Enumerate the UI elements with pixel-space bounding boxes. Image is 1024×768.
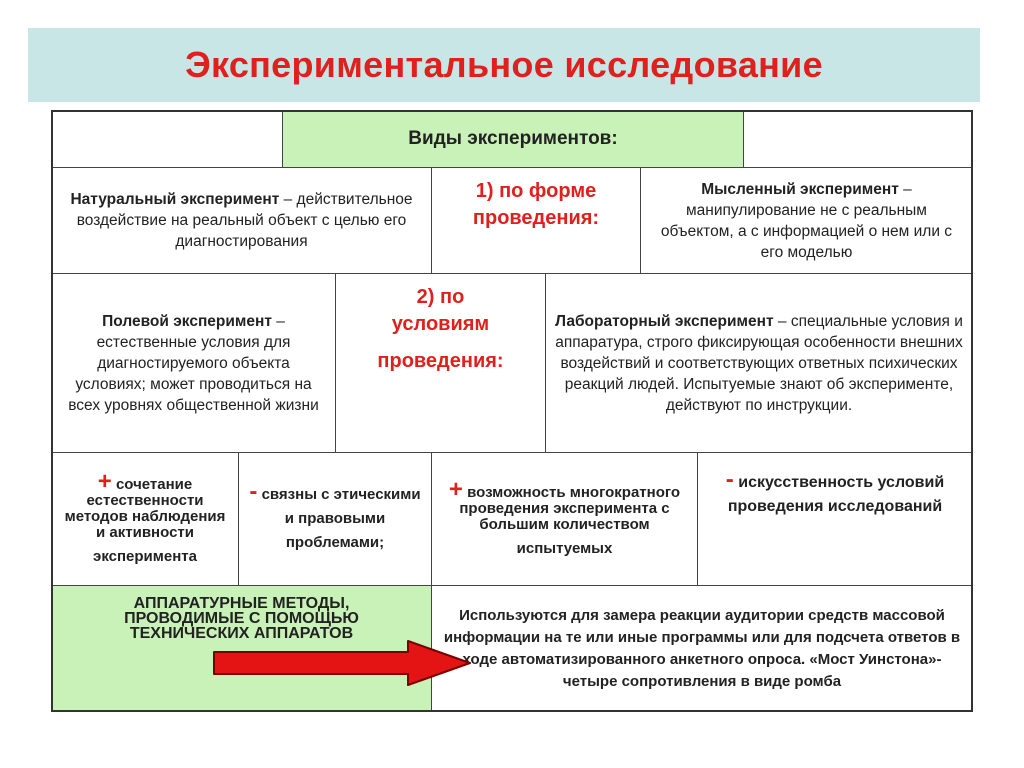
natural-experiment-text: Натуральный эксперимент – действительное…: [60, 189, 423, 252]
field-minus-text: - связны с этическими и правовыми пробле…: [247, 480, 423, 555]
natural-experiment-desc: – действительное воздействие на реальный…: [76, 191, 413, 250]
lab-experiment-text: Лабораторный эксперимент – специальные у…: [554, 311, 964, 416]
header-label: Виды экспериментов:: [408, 128, 618, 149]
form-criterion-cell: 1) по форме проведения:: [431, 167, 641, 274]
field-minus-desc: связны с этическими и правовыми проблема…: [261, 486, 421, 551]
natural-experiment-term: Натуральный эксперимент: [70, 191, 280, 208]
lab-experiment-desc: – специальные условия и аппаратура, стро…: [555, 312, 963, 414]
field-plus-text: + сочетание естественности методов наблю…: [58, 470, 232, 541]
field-plus-cell: + сочетание естественности методов наблю…: [51, 452, 239, 586]
field-experiment-cell: Полевой эксперимент – естественные услов…: [51, 273, 336, 453]
page-title: Экспериментальное исследование: [185, 44, 823, 85]
field-plus-desc: сочетание естественности методов наблюде…: [64, 476, 226, 541]
conditions-criterion-line2: условиям: [391, 313, 490, 335]
conditions-criterion-line3: проведения:: [377, 350, 504, 372]
field-experiment-text: Полевой эксперимент – естественные услов…: [60, 311, 327, 416]
mental-experiment-cell: Мысленный эксперимент – манипулирование …: [640, 167, 973, 274]
conditions-criterion-cell: 2) по условиям проведения:: [335, 273, 546, 453]
lab-plus-cell: + возможность многократного проведения э…: [431, 452, 698, 586]
lab-minus-text: - искусственность условий проведения исс…: [706, 468, 964, 519]
hardware-methods-cell: АППАРАТУРНЫЕ МЕТОДЫ, ПРОВОДИМЫЕ С ПОМОЩЬ…: [51, 585, 432, 712]
lab-plus-desc: возможность многократного проведения экс…: [459, 484, 681, 533]
mental-experiment-term: Мысленный эксперимент: [701, 180, 899, 198]
hardware-methods-text: АППАРАТУРНЫЕ МЕТОДЫ, ПРОВОДИМЫЕ С ПОМОЩЬ…: [124, 595, 359, 642]
natural-experiment-cell: Натуральный эксперимент – действительное…: [51, 167, 432, 274]
lab-minus-cell: - искусственность условий проведения исс…: [697, 452, 973, 586]
lab-experiment-term: Лабораторный эксперимент: [555, 312, 774, 330]
lab-plus-text: + возможность многократного проведения э…: [438, 478, 691, 533]
field-minus-cell: - связны с этическими и правовыми пробле…: [238, 452, 432, 586]
field-plus-tail: эксперимента: [93, 548, 197, 565]
header-right-cell: [743, 110, 973, 168]
plus-icon: +: [448, 476, 463, 503]
hardware-usage-text: Используются для замера реакции аудитори…: [443, 606, 961, 690]
title-bar: Экспериментальное исследование: [28, 28, 980, 102]
header-cell: Виды экспериментов:: [282, 110, 744, 168]
lab-plus-tail: испытуемых: [516, 540, 613, 557]
lab-experiment-cell: Лабораторный эксперимент – специальные у…: [545, 273, 973, 453]
hardware-usage-cell: Используются для замера реакции аудитори…: [431, 585, 973, 712]
minus-icon: -: [249, 478, 258, 505]
mental-experiment-text: Мысленный эксперимент – манипулирование …: [649, 179, 964, 263]
form-criterion-line2: проведения:: [472, 207, 600, 229]
plus-icon: +: [97, 468, 112, 495]
field-experiment-desc: – естественные условия для диагностируем…: [68, 312, 319, 414]
header-left-cell: [51, 110, 283, 168]
right-arrow-icon: [213, 640, 471, 686]
minus-icon: -: [725, 466, 734, 493]
field-experiment-term: Полевой эксперимент: [102, 312, 272, 330]
mental-experiment-desc: – манипулирование не с реальным объектом…: [660, 180, 953, 261]
form-criterion-line1: 1) по форме: [475, 180, 597, 202]
conditions-criterion-line1: 2) по: [416, 286, 465, 308]
lab-minus-desc: искусственность условий проведения иссле…: [727, 474, 945, 515]
